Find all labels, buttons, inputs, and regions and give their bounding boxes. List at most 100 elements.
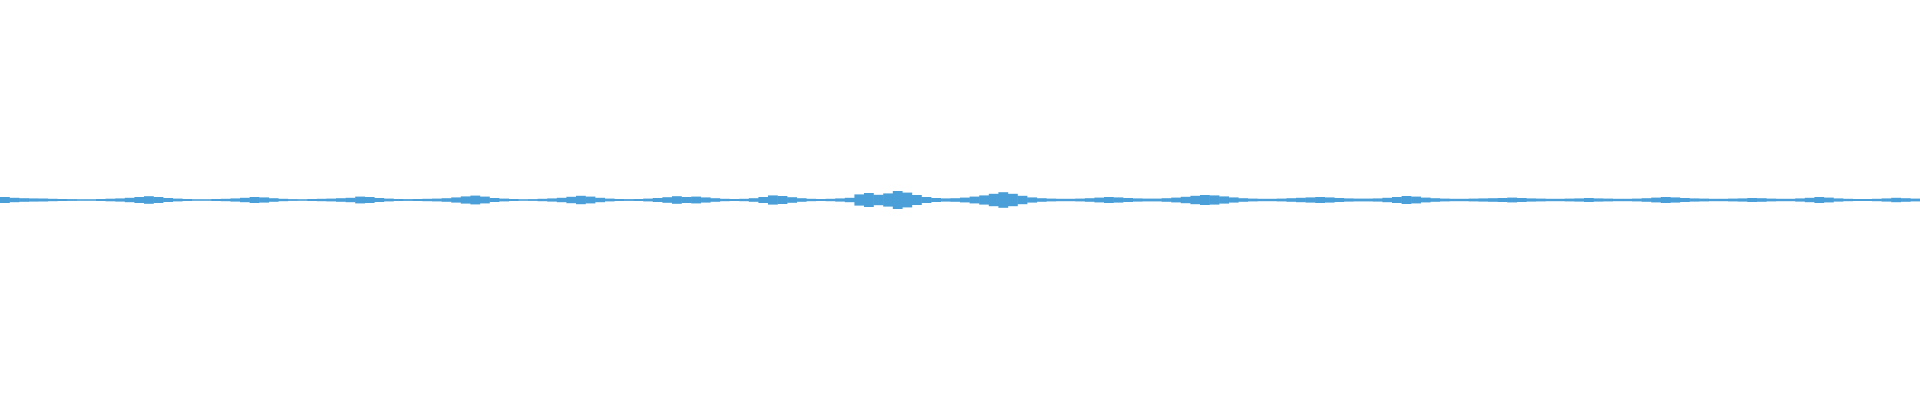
waveform-sample — [662, 197, 673, 203]
waveform-sample — [585, 196, 596, 204]
waveform-sample — [115, 198, 125, 202]
waveform-sample — [1689, 198, 1700, 202]
waveform-sample — [1200, 195, 1210, 205]
waveform-sample — [1161, 198, 1172, 202]
waveform-sample — [1286, 198, 1297, 202]
waveform-sample — [739, 198, 749, 202]
waveform-sample — [230, 198, 241, 202]
waveform-sample — [576, 195, 586, 205]
waveform-sample — [1622, 198, 1633, 202]
waveform-sample — [96, 199, 106, 201]
waveform-sample — [1795, 198, 1805, 202]
waveform-sample — [864, 193, 874, 207]
waveform-sample — [1833, 198, 1844, 202]
waveform-sample — [220, 198, 231, 202]
waveform-sample — [1574, 198, 1585, 202]
waveform-sample — [777, 196, 788, 204]
waveform-sample — [268, 198, 279, 202]
waveform-sample — [240, 197, 250, 203]
waveform-sample — [902, 192, 913, 208]
waveform-sample — [105, 198, 116, 202]
waveform-sample — [614, 199, 625, 201]
waveform-sample — [825, 198, 836, 202]
waveform-sample — [940, 198, 951, 202]
waveform-sample — [758, 197, 769, 203]
waveform-sample — [729, 199, 740, 201]
waveform-sample — [960, 197, 970, 203]
waveform-sample — [1142, 198, 1153, 202]
waveform-sample — [1305, 197, 1316, 203]
waveform-sample — [1545, 198, 1556, 202]
waveform-sample — [124, 197, 135, 203]
waveform-sample — [336, 198, 346, 202]
waveform-sample — [931, 198, 941, 202]
waveform-sample — [1180, 196, 1191, 204]
waveform-sample — [249, 197, 260, 203]
waveform-sample — [508, 199, 519, 201]
waveform-sample — [38, 198, 49, 202]
waveform-sample — [393, 199, 404, 201]
waveform-sample — [1219, 196, 1229, 204]
waveform-sample — [374, 198, 385, 202]
waveform-sample — [1756, 198, 1767, 202]
waveform-sample — [1852, 199, 1863, 201]
waveform-sample — [1555, 198, 1565, 202]
waveform-sample — [1900, 198, 1911, 202]
waveform-sample — [57, 199, 68, 201]
waveform-sample — [1449, 198, 1460, 202]
waveform-sample — [1843, 198, 1853, 202]
waveform-sample — [1152, 198, 1162, 202]
waveform-sample — [316, 198, 327, 202]
waveform-sample — [566, 196, 577, 204]
waveform-sample — [153, 197, 164, 203]
waveform-sample — [1776, 198, 1786, 202]
waveform-sample — [1593, 198, 1604, 202]
waveform-sample — [796, 198, 807, 202]
waveform-sample — [854, 194, 865, 206]
waveform-sample — [1257, 198, 1268, 202]
waveform-sample — [921, 197, 932, 203]
waveform-sample — [1440, 198, 1450, 202]
waveform-sample — [1872, 198, 1882, 202]
waveform-sample — [624, 199, 634, 201]
waveform-sample — [1382, 197, 1393, 203]
waveform-sample — [681, 197, 692, 203]
waveform-sample — [422, 198, 433, 202]
waveform-sample — [1324, 197, 1335, 203]
waveform-sample — [1824, 197, 1834, 203]
waveform-sample — [1785, 198, 1796, 202]
waveform-sample — [1296, 197, 1306, 203]
waveform-sample — [873, 194, 884, 206]
waveform-sample — [1209, 195, 1220, 205]
waveform-sample — [172, 198, 183, 202]
waveform-sample — [489, 198, 500, 202]
waveform-sample — [201, 199, 212, 201]
waveform-sample — [1228, 197, 1239, 203]
waveform-sample — [326, 198, 337, 202]
waveform-sample — [1632, 198, 1642, 202]
waveform-sample — [460, 196, 471, 204]
waveform-sample — [1881, 198, 1892, 202]
waveform-sample — [1372, 198, 1383, 202]
waveform-sample — [384, 198, 394, 202]
waveform-sample — [1017, 195, 1028, 205]
waveform-sample — [979, 195, 989, 205]
waveform-sample — [1267, 198, 1277, 202]
waveform-sample — [604, 198, 615, 202]
waveform-sample — [1737, 198, 1748, 202]
waveform-sample — [480, 196, 490, 204]
waveform-sample — [720, 198, 730, 202]
waveform-sample — [307, 199, 317, 201]
waveform-sample — [364, 197, 375, 203]
waveform-sample — [950, 198, 961, 202]
waveform-sample — [844, 197, 855, 203]
waveform-sample — [1680, 198, 1690, 202]
waveform-sample — [912, 195, 922, 205]
waveform-sample — [1401, 196, 1412, 204]
waveform-sample — [883, 193, 893, 207]
waveform-sample — [499, 198, 509, 202]
waveform-sample — [768, 195, 778, 205]
waveform-sample — [643, 198, 653, 202]
